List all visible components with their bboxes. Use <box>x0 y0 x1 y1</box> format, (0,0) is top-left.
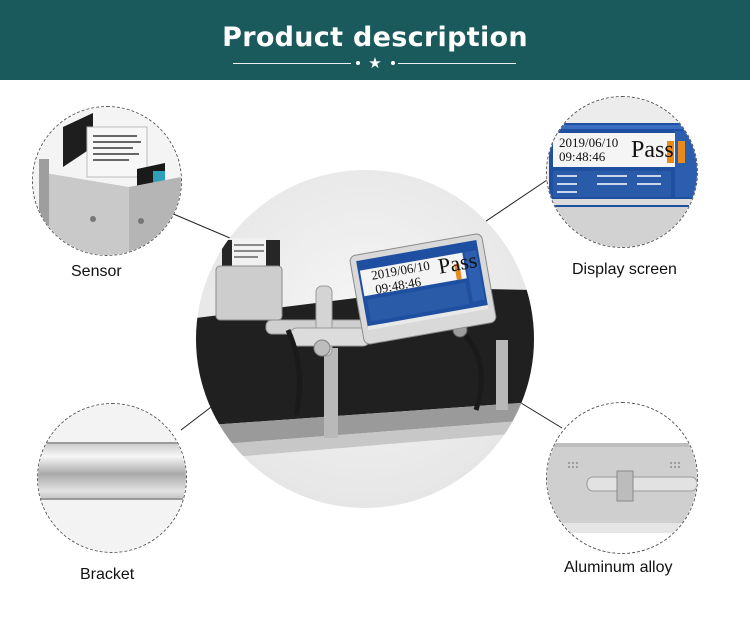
display-preview-text: Pass <box>631 137 674 163</box>
sensor-detail <box>32 106 182 256</box>
printer-photo: 2019/06/10 09:48:46 Pass <box>196 170 534 508</box>
display-time: 09:48:46 <box>559 149 606 164</box>
sensor-label: Sensor <box>71 263 122 280</box>
page-title: Product description <box>222 22 528 53</box>
aluminum-alloy-detail <box>546 402 698 554</box>
aluminum-alloy-label: Aluminum alloy <box>564 559 673 576</box>
header-banner: Product description ★ <box>0 0 750 80</box>
display-screen-detail: 2019/06/10 09:48:46 Pass <box>546 96 698 248</box>
display-date: 2019/06/10 <box>559 135 619 150</box>
display-screen-label: Display screen <box>572 261 677 278</box>
dot-icon <box>356 61 360 65</box>
dot-icon <box>391 61 395 65</box>
divider-right <box>398 63 516 64</box>
divider-left <box>233 63 351 64</box>
bracket-detail <box>37 403 187 553</box>
star-icon: ★ <box>368 54 382 72</box>
bracket-label: Bracket <box>80 566 135 583</box>
